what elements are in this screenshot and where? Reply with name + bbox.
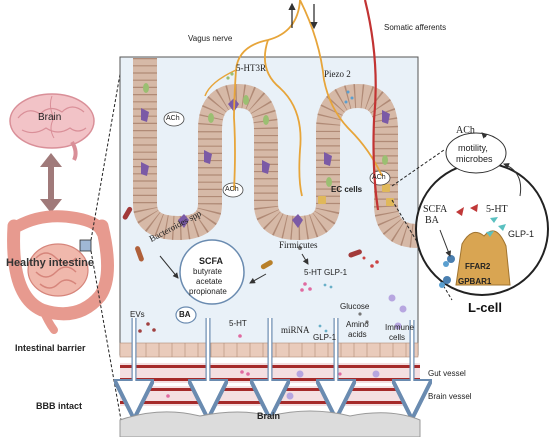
lcell-title: L-cell xyxy=(468,300,502,315)
scfa-title: SCFA xyxy=(199,256,224,266)
barrier-cells xyxy=(132,343,407,357)
motility-bubble xyxy=(445,132,507,174)
lcell-body xyxy=(455,230,511,286)
lcell-scfa-label: SCFA xyxy=(423,204,448,215)
ffar2-label: FFAR2 xyxy=(465,262,491,271)
5ht3r-label: 5-HT3R xyxy=(236,63,266,73)
lcell-connector-top xyxy=(391,149,445,187)
motility-label-2: microbes xyxy=(456,154,493,164)
ach-label-2: ACh xyxy=(225,186,239,193)
bbb-label: BBB intact xyxy=(36,401,83,411)
barrier-label: Intestinal barrier xyxy=(15,343,86,353)
lcell-arrows xyxy=(439,132,522,257)
glucose-label: Glucose xyxy=(340,302,370,311)
immune-label-1: Immune xyxy=(385,323,414,332)
ba-label: BA xyxy=(179,310,191,319)
scfa-butyrate: butyrate xyxy=(193,267,222,276)
nerves xyxy=(204,0,383,211)
glp1-label-lumen: GLP-1 xyxy=(324,268,348,277)
5ht-label-barrier: 5-HT xyxy=(229,319,247,328)
motility-label-1: motility, xyxy=(458,143,488,153)
evs-label: EVs xyxy=(130,310,145,319)
gpbar1-label: GPBAR1 xyxy=(458,277,492,286)
5ht-label-lumen: 5-HT xyxy=(304,268,322,277)
bacteria xyxy=(122,206,379,270)
scfa-circle xyxy=(179,239,245,305)
brain-bottom-label: Brain xyxy=(257,411,281,421)
zoom-connector-top xyxy=(90,56,124,241)
intestine-label: Healthy intestine xyxy=(6,257,95,269)
gut-vessel-label: Gut vessel xyxy=(428,369,466,378)
ach-label-3: ACh xyxy=(372,174,386,181)
brain-tissue xyxy=(119,410,421,438)
lcell-5ht-label: 5-HT xyxy=(486,204,508,215)
immune-label-2: cells xyxy=(389,333,406,342)
intestine-illustration xyxy=(7,210,115,334)
scfa-propionate: propionate xyxy=(189,287,227,296)
lcell-ba-label: BA xyxy=(425,215,439,226)
lcell-receptors xyxy=(439,255,455,288)
epithelium xyxy=(133,58,419,248)
ach-label-1: ACh xyxy=(166,115,180,122)
lcell-glp1-label: GLP-1 xyxy=(508,229,535,239)
vagus-label: Vagus nerve xyxy=(188,34,233,43)
somatic-label: Somatic afferents xyxy=(384,23,447,32)
zoom-connector-bottom xyxy=(90,250,122,421)
piezo-marker xyxy=(344,90,354,104)
lcell-ach-label: ACh xyxy=(456,125,475,136)
translocation-arrows-inner xyxy=(132,318,414,402)
brain-illustration xyxy=(9,93,95,161)
vessel-particles xyxy=(166,370,342,398)
glp1-label-barrier: GLP-1 xyxy=(313,333,337,342)
ba-bubble xyxy=(175,306,197,324)
lumen-arrows xyxy=(159,253,309,284)
scfa-acetate: acetate xyxy=(196,277,223,286)
signal-arrows xyxy=(288,2,318,30)
amino-label-1: Amino xyxy=(346,320,369,329)
piezo-label: Piezo 2 xyxy=(324,69,351,79)
5ht3r-marker xyxy=(226,72,234,80)
mirna-label: miRNA xyxy=(281,325,310,335)
molecule-dots xyxy=(138,282,407,338)
firmicutes-label: Firmicutes xyxy=(279,240,318,250)
amino-label-2: acids xyxy=(348,330,367,339)
lcell-signals xyxy=(456,204,506,237)
brain-vessel-label: Brain vessel xyxy=(428,392,472,401)
bidirectional-arrow xyxy=(40,153,62,213)
brain-label: Brain xyxy=(38,112,62,123)
ec-cells-label: EC cells xyxy=(331,185,363,194)
